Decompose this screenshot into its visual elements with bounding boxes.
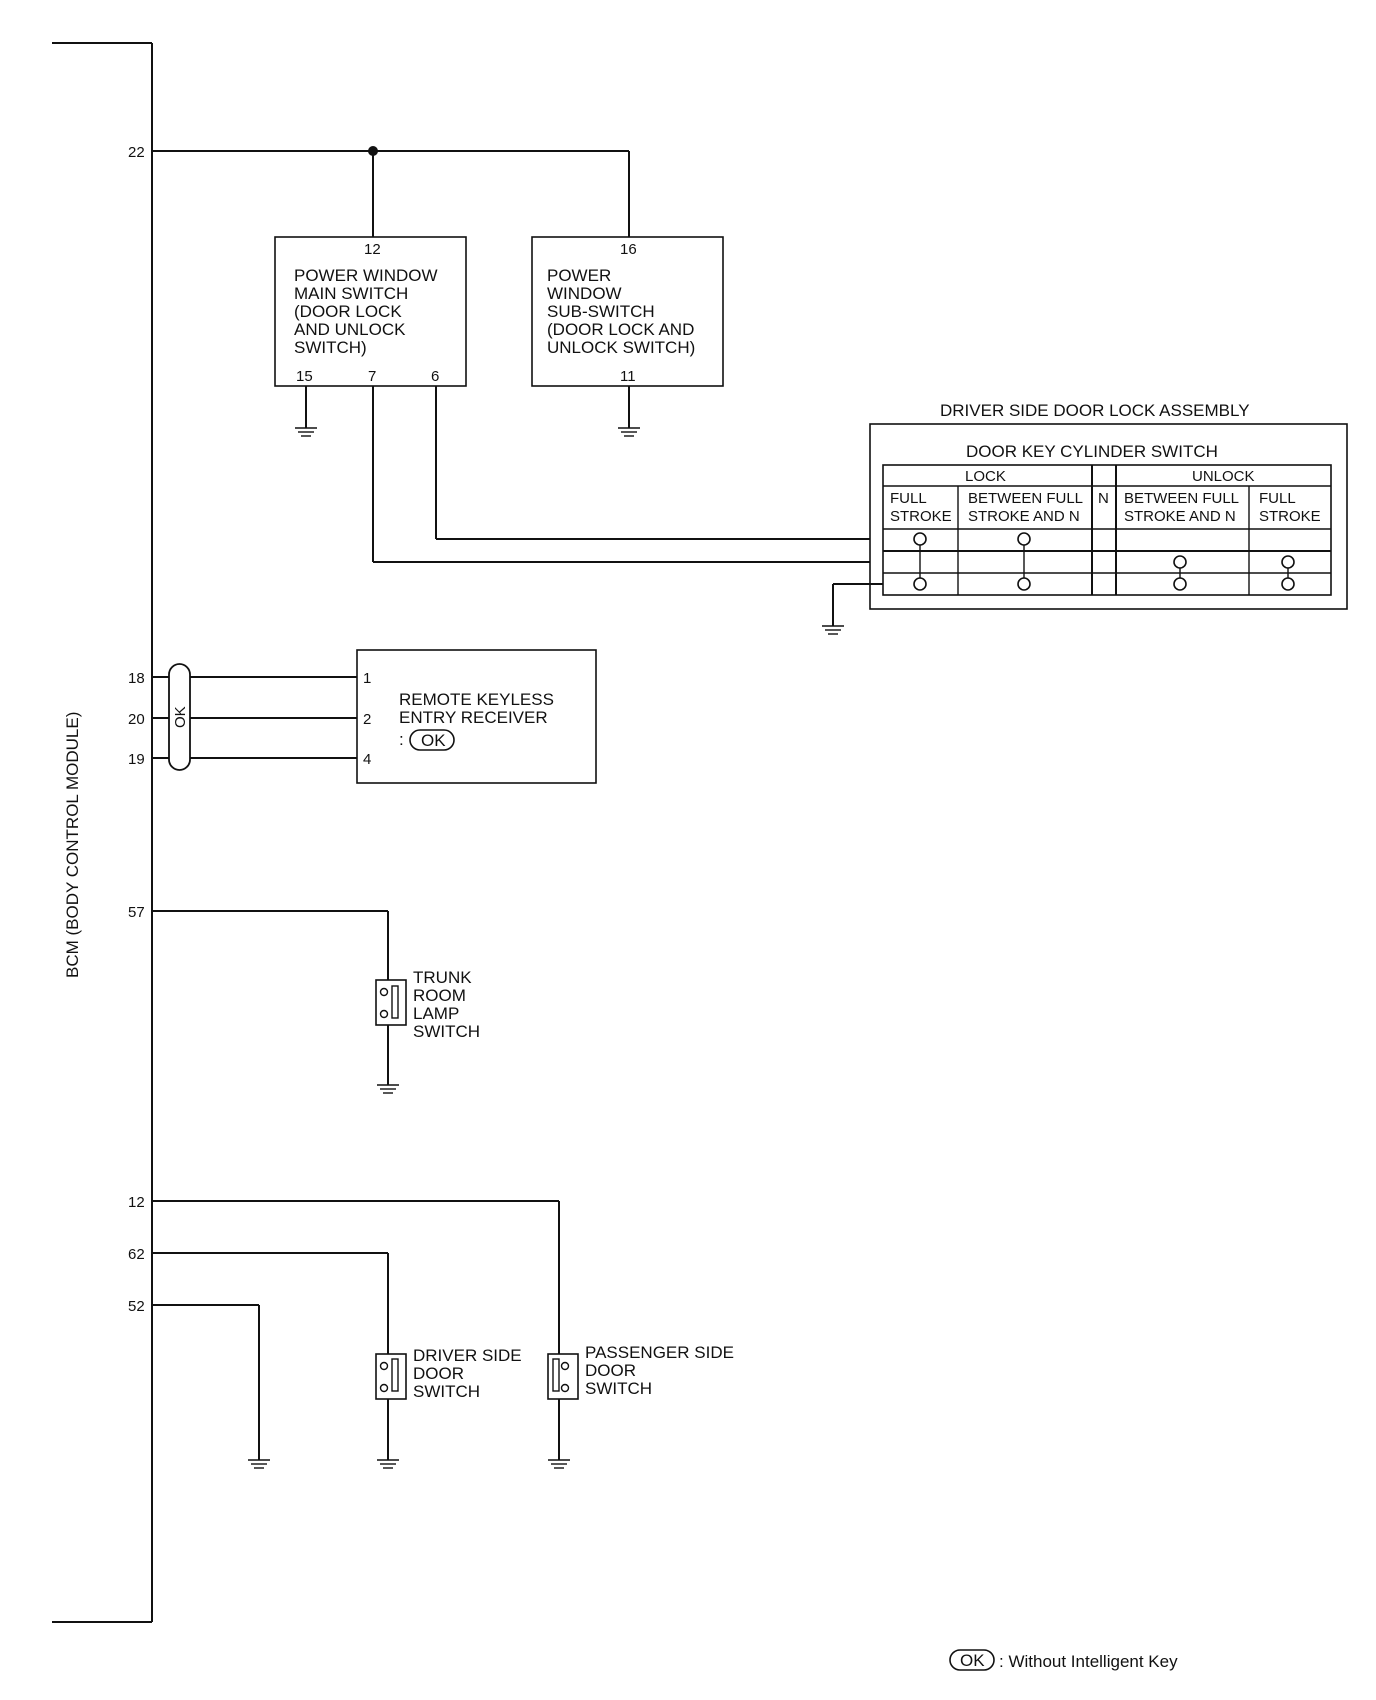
option-harness-capsule [168,663,191,771]
sub-switch-pin-11: 11 [620,368,636,385]
driver-door-switch-line-2: DOOR [413,1364,464,1383]
door-lock-assembly-title: DRIVER SIDE DOOR LOCK ASSEMBLY [940,401,1250,420]
sub-switch-line-5: UNLOCK SWITCH) [547,338,695,357]
col-unlock-between-line-1: BETWEEN FULL [1124,490,1239,507]
col-unlock-between-line-2: STROKE AND N [1124,508,1236,525]
main-switch-label: POWER WINDOW MAIN SWITCH (DOOR LOCK AND … [294,266,442,357]
sub-switch-line-4: (DOOR LOCK AND [547,320,694,339]
ground-symbol [618,386,640,437]
col-lock-full-stroke-line-2: STROKE [890,508,952,525]
bcm-pin-18: 18 [128,670,145,687]
power-window-main-switch: 12 POWER WINDOW MAIN SWITCH (DOOR LOCK A… [274,236,467,387]
trunk-switch-line-3: LAMP [413,1004,459,1023]
driver-door-switch-label: DRIVER SIDE DOOR SWITCH [413,1346,526,1401]
receiver-label: REMOTE KEYLESS ENTRY RECEIVER [399,690,559,727]
ground-symbol [152,1304,270,1469]
trunk-switch-line-1: TRUNK [413,968,472,987]
door-key-cylinder-switch-table: LOCK N UNLOCK FULL STROKE BETWEEN FULL S… [882,464,1332,596]
sub-switch-line-3: SUB-SWITCH [547,302,655,321]
bcm-pin-12: 12 [128,1194,145,1211]
receiver-line-1: REMOTE KEYLESS [399,690,554,709]
passenger-door-switch-line-3: SWITCH [585,1379,652,1398]
neutral-header: N [1098,490,1109,507]
receiver-pin-4: 4 [363,751,371,768]
door-key-cylinder-switch-title: DOOR KEY CYLINDER SWITCH [966,442,1218,461]
harness-option-label: OK [172,706,189,728]
contact-unlock-between [1173,555,1187,591]
passenger-door-switch-label: PASSENGER SIDE DOOR SWITCH [585,1343,739,1398]
sub-switch-pin-16: 16 [620,241,637,258]
receiver-pin-2: 2 [363,711,371,728]
receiver-line-2: ENTRY RECEIVER [399,708,548,727]
main-switch-line-4: AND UNLOCK [294,320,406,339]
wire-main-switch-pin-7 [372,386,883,563]
bcm-pin-22: 22 [128,144,145,161]
col-lock-between-line-2: STROKE AND N [968,508,1080,525]
col-lock-between-line-1: BETWEEN FULL [968,490,1083,507]
receiver-option-badge-text: OK [421,731,446,750]
passenger-door-switch-line-2: DOOR [585,1361,636,1380]
bcm-pins: 22 18 20 19 57 12 62 52 [128,144,145,1315]
col-unlock-full-stroke-line-1: FULL [1259,490,1295,507]
main-switch-line-3: (DOOR LOCK [294,302,402,321]
receiver-option-badge [409,729,455,751]
sub-switch-line-2: WINDOW [547,284,622,303]
receiver-wires: OK [152,663,357,771]
col-lock-between: BETWEEN FULL STROKE AND N [968,490,1087,525]
legend-badge-text: OK [960,1651,985,1670]
ground-symbol [295,386,317,437]
contact-lock-between [1017,532,1031,591]
trunk-switch-line-2: ROOM [413,986,466,1005]
unlock-header: UNLOCK [1192,468,1255,485]
power-window-sub-switch: 16 POWER WINDOW SUB-SWITCH (DOOR LOCK AN… [531,236,724,387]
bcm-pin-52: 52 [128,1298,145,1315]
main-switch-line-2: MAIN SWITCH [294,284,408,303]
col-unlock-full-stroke-line-2: STROKE [1259,508,1321,525]
trunk-room-lamp-switch: TRUNK ROOM LAMP SWITCH [152,910,480,1094]
legend: OK : Without Intelligent Key [949,1649,1178,1671]
main-switch-pin-7: 7 [368,368,376,385]
col-unlock-between: BETWEEN FULL STROKE AND N [1124,490,1243,525]
bcm-label: BCM (BODY CONTROL MODULE) [63,712,82,978]
trunk-switch-label: TRUNK ROOM LAMP SWITCH [413,968,480,1041]
col-unlock-full-stroke: FULL STROKE [1259,490,1321,525]
receiver-option-prefix: : [399,730,404,749]
remote-keyless-entry-receiver: 1 2 4 REMOTE KEYLESS ENTRY RECEIVER : OK [356,649,597,784]
main-switch-pin-15: 15 [296,368,313,385]
legend-text: : Without Intelligent Key [999,1652,1178,1671]
sub-switch-label: POWER WINDOW SUB-SWITCH (DOOR LOCK AND U… [547,266,699,357]
main-switch-pin-6: 6 [431,368,439,385]
passenger-door-switch-line-1: PASSENGER SIDE [585,1343,734,1362]
sub-switch-line-1: POWER [547,266,611,285]
driver-side-door-switch: DRIVER SIDE DOOR SWITCH [152,1252,526,1469]
main-switch-line-1: POWER WINDOW [294,266,438,285]
bcm-pin-19: 19 [128,751,145,768]
main-switch-pin-12: 12 [364,241,381,258]
wire-main-switch-pin-6 [435,386,883,540]
trunk-switch-line-4: SWITCH [413,1022,480,1041]
driver-side-door-lock-assembly: DRIVER SIDE DOOR LOCK ASSEMBLY DOOR KEY … [822,401,1348,635]
bcm-module: BCM (BODY CONTROL MODULE) [52,42,153,1623]
splice-dot [368,146,378,156]
contact-unlock-full-stroke [1281,555,1295,591]
lock-header: LOCK [965,468,1006,485]
contact-lock-full-stroke [913,532,927,591]
bcm-pin-62: 62 [128,1246,145,1263]
receiver-pin-1: 1 [363,670,371,687]
col-lock-full-stroke-line-1: FULL [890,490,926,507]
legend-badge [949,1649,995,1671]
driver-door-switch-line-3: SWITCH [413,1382,480,1401]
col-lock-full-stroke: FULL STROKE [890,490,952,525]
ground-symbol [822,583,883,635]
passenger-side-door-switch: PASSENGER SIDE DOOR SWITCH [152,1200,739,1469]
wire-pin-22 [152,146,630,237]
main-switch-line-5: SWITCH) [294,338,367,357]
bcm-pin-57: 57 [128,904,145,921]
driver-door-switch-line-1: DRIVER SIDE [413,1346,522,1365]
bcm-pin-20: 20 [128,711,145,728]
